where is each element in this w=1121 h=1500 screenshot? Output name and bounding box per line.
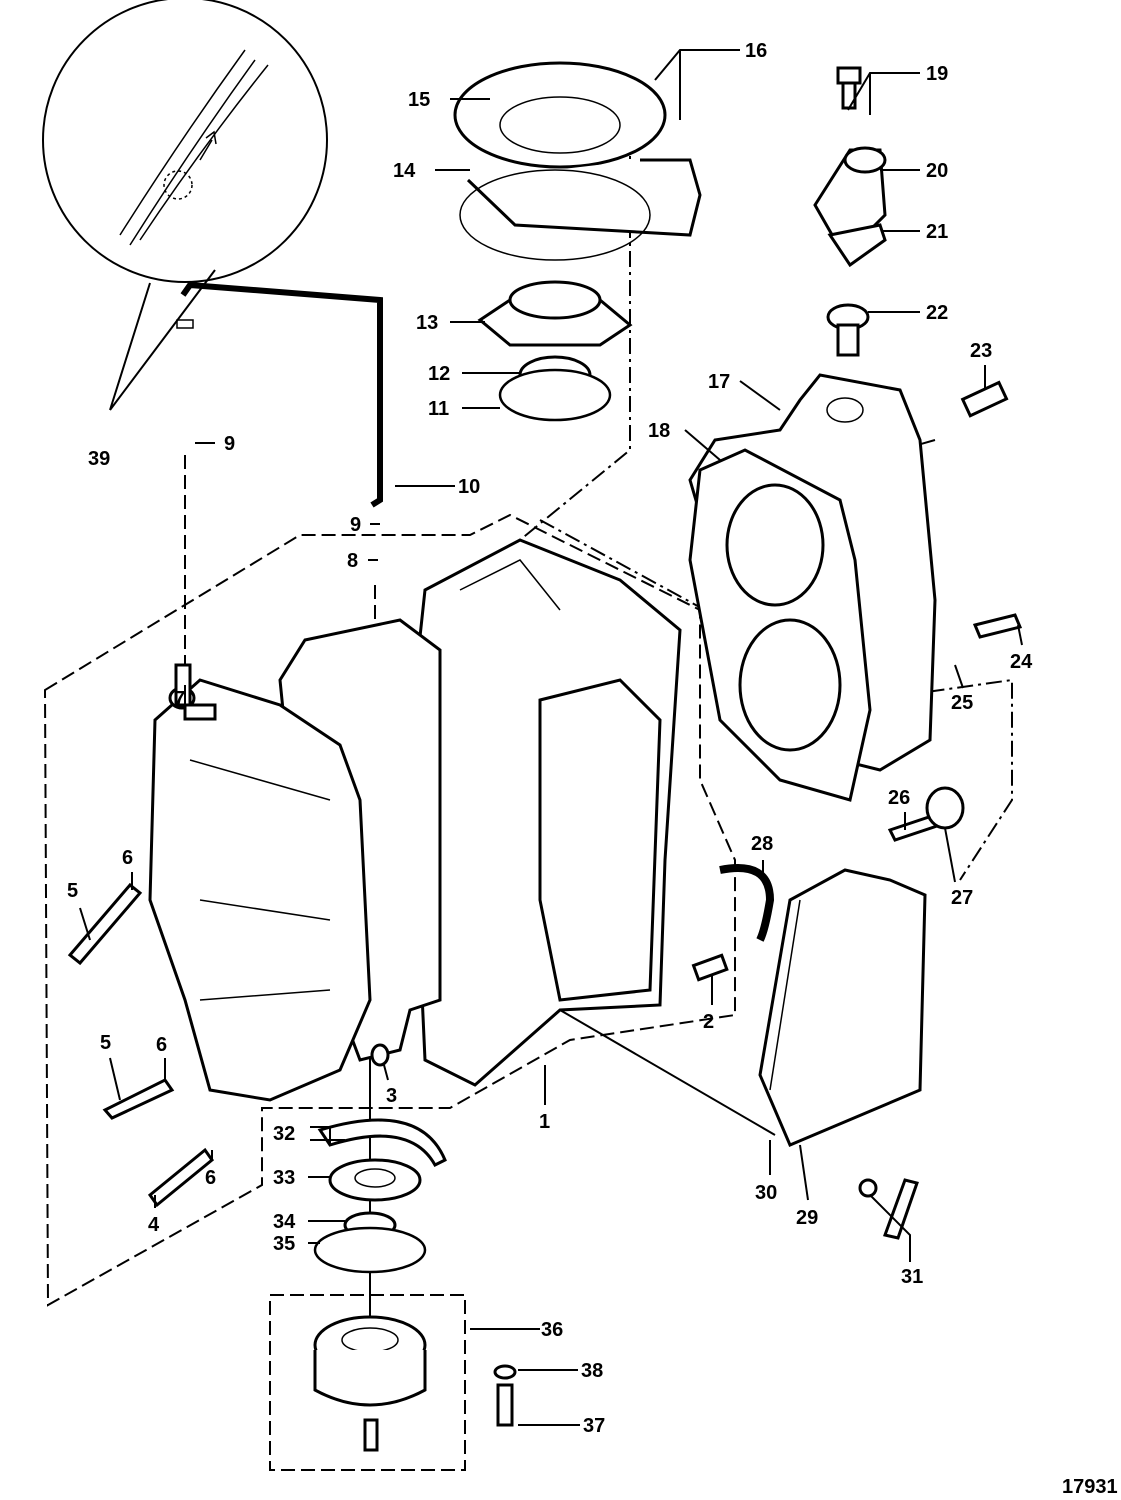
callout: 28: [751, 833, 773, 855]
callout: 13: [416, 312, 438, 334]
callout: 10: [458, 476, 480, 498]
callout: 26: [888, 787, 910, 809]
callout: 29: [796, 1207, 818, 1229]
callout: 39: [88, 448, 110, 470]
callout: 7: [174, 688, 185, 710]
callout: 1: [539, 1111, 550, 1133]
callout: 2: [703, 1011, 714, 1033]
callout: 14: [393, 160, 416, 182]
callout: 15: [408, 89, 430, 111]
cover-parts: [176, 61, 702, 508]
callout: 11: [428, 398, 449, 420]
figure-number: 17931: [1062, 1476, 1118, 1498]
callout: 20: [926, 160, 948, 182]
callout: 9: [350, 514, 361, 536]
cylinder-head: [688, 373, 937, 802]
callout: 30: [755, 1182, 777, 1204]
callout: 24: [1010, 651, 1033, 673]
crankcase-block: [148, 538, 682, 1102]
callout: 4: [148, 1214, 160, 1236]
callout: 27: [951, 887, 973, 909]
callout: 5: [100, 1032, 111, 1054]
callout: 19: [926, 63, 948, 85]
callout: 31: [901, 1266, 923, 1288]
callout: 36: [541, 1319, 563, 1341]
callout: 34: [273, 1211, 296, 1233]
callout: 35: [273, 1233, 295, 1255]
fasteners: [67, 613, 1023, 1240]
callout: 6: [156, 1034, 167, 1056]
callout: 17: [708, 371, 730, 393]
callout: 37: [583, 1415, 605, 1437]
thermostat-parts: [813, 66, 1009, 418]
detail-inset: [42, 0, 328, 411]
lower-seal-parts: [313, 1118, 517, 1452]
callout: 8: [347, 550, 358, 572]
callout: 18: [648, 420, 670, 442]
callout: 25: [951, 692, 973, 714]
kit-36-boundary: [269, 1294, 466, 1471]
callout: 6: [122, 847, 133, 869]
callout: 23: [970, 340, 992, 362]
callout-labels: 16 19 15 20 14 21 13 22 23 12 17 11 18 3…: [67, 40, 1118, 1498]
callout: 3: [386, 1085, 397, 1107]
callout: 33: [273, 1167, 295, 1189]
callout: 5: [67, 880, 78, 902]
callout: 22: [926, 302, 948, 324]
leader-lines: [79, 49, 1023, 1426]
callout: 32: [273, 1123, 295, 1145]
callout: 9: [224, 433, 235, 455]
callout: 21: [926, 221, 948, 243]
callout: 12: [428, 363, 450, 385]
assembly-boundary: [43, 513, 736, 1307]
callout: 38: [581, 1360, 603, 1382]
side-cover: [758, 868, 927, 1147]
callout: 6: [205, 1167, 216, 1189]
callout: 16: [745, 40, 767, 62]
